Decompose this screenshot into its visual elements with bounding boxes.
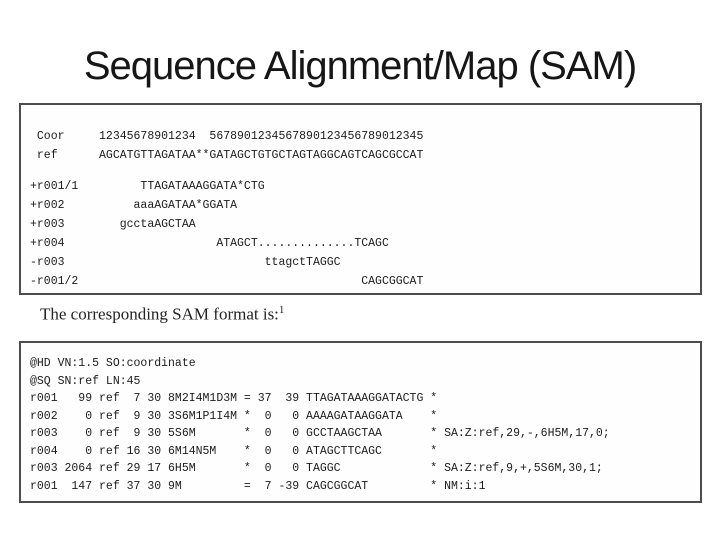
footnote-marker: 1 [278,304,285,316]
coor-line: Coor 12345678901234 56789012345678901234… [30,130,424,143]
sam-format-box: @HD VN:1.5 SO:coordinate @SQ SN:ref LN:4… [19,341,702,503]
ref-line: ref AGCATGTTAGATAA**GATAGCTGTGCTAGTAGGCA… [30,149,424,162]
caption: The corresponding SAM format is:1 [40,304,284,325]
read-line-r002: +r002 aaaAGATAA*GGATA [30,199,238,212]
read-line-r004: +r004 ATAGCT..............TCAGC [30,237,389,250]
caption-text: The corresponding SAM format is: [40,304,279,324]
sam-header-sq-line: @SQ SN:ref LN:45 [30,374,141,388]
sam-record-r001: r001 99 ref 7 30 8M2I4M1D3M = 37 39 TTAG… [30,392,438,405]
sam-record-r003: r003 0 ref 9 30 5S6M * 0 0 GCCTAAGCTAA *… [30,427,610,440]
read-line-r003: +r003 gcctaAGCTAA [30,218,196,231]
sam-record-r004: r004 0 ref 16 30 6M14N5M * 0 0 ATAGCTTCA… [30,444,438,458]
sam-header-hd-line: @HD VN:1.5 SO:coordinate [30,357,196,370]
read-lines-group: +r001/1 TTAGATAAAGGATA*CTG +r002 aaaAGAT… [30,177,700,291]
slide-title: Sequence Alignment/Map (SAM) [83,44,637,88]
read-line-r001-2: -r001/2 CAGCGGCAT [30,275,424,288]
sam-record-r003-supp: r003 2064 ref 29 17 6H5M * 0 0 TAGGC * S… [30,462,603,475]
alignment-figure-box: Coor 12345678901234 56789012345678901234… [19,103,702,295]
sam-record-r001-mate: r001 147 ref 37 30 9M = 7 -39 CAGCGGCAT … [30,479,486,493]
sam-record-r002: r002 0 ref 9 30 3S6M1P1I4M * 0 0 AAAAGAT… [30,409,438,423]
read-line-r003-rev: -r003 ttagctTAGGC [30,256,341,269]
read-line-r001-1: +r001/1 TTAGATAAAGGATA*CTG [30,180,265,193]
